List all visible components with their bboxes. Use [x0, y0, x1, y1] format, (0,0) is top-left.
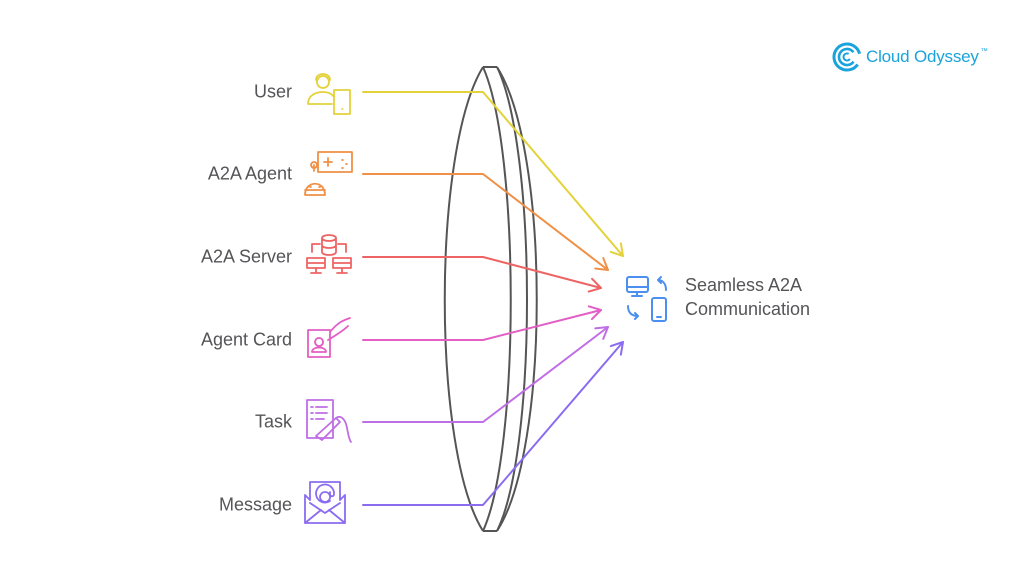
input-label-user: User — [253, 81, 292, 102]
arrowhead-icon — [594, 257, 609, 271]
target-label-line2: Communication — [685, 299, 811, 319]
input-label-a2a-agent: A2A Agent — [207, 163, 292, 184]
logo-trademark: ™ — [980, 47, 988, 55]
email-envelope-icon — [304, 481, 346, 524]
id-card-hand-icon — [307, 317, 351, 358]
connector-a2a-server — [362, 256, 602, 293]
server-network-icon — [306, 234, 352, 274]
logo-text: Cloud Odyssey — [866, 47, 979, 66]
connector-line — [362, 91, 624, 257]
connector-line — [362, 173, 609, 271]
target-label: Seamless A2A Communication — [685, 273, 810, 321]
arrowhead-icon — [609, 242, 624, 257]
task-list-pen-icon — [306, 399, 352, 443]
device-sync-icon — [626, 276, 667, 322]
input-label-agent-card: Agent Card — [200, 329, 292, 350]
input-label-a2a-server: A2A Server — [200, 246, 292, 267]
arrowhead-icon — [587, 277, 602, 293]
connector-line — [362, 341, 624, 506]
lens-shape — [443, 66, 538, 532]
connector-message — [362, 341, 624, 506]
connector-line — [362, 256, 602, 289]
cloud-odyssey-logo-icon — [832, 42, 862, 72]
arrowhead-icon — [594, 326, 609, 340]
connector-line — [362, 309, 602, 341]
connector-agent-card — [362, 305, 602, 341]
input-label-task: Task — [254, 411, 292, 432]
connector-a2a-agent — [362, 173, 609, 271]
input-label-message: Message — [218, 494, 292, 515]
lens-outline-mid — [496, 66, 528, 532]
arrowhead-icon — [609, 341, 624, 356]
arrowhead-icon — [587, 305, 602, 321]
connector-task — [362, 326, 609, 423]
lens-outline-back — [496, 66, 538, 532]
robot-agent-icon — [304, 151, 353, 196]
target-label-line1: Seamless A2A — [685, 275, 803, 295]
lens-outline-front — [482, 66, 512, 532]
lens-outline-left — [443, 66, 484, 532]
user-phone-icon — [307, 73, 351, 115]
connector-user — [362, 91, 624, 257]
connector-line — [362, 326, 609, 423]
